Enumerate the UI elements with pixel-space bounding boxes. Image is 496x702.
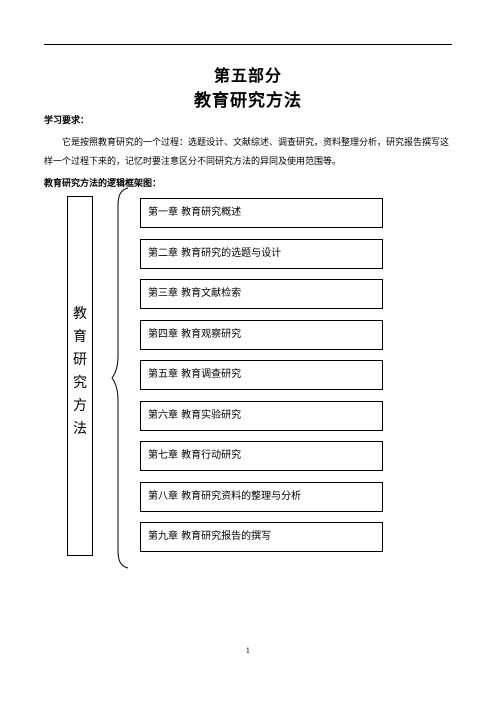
chapter-box-7: 第七章 教育行动研究: [140, 441, 383, 471]
chapter-box-1: 第一章 教育研究概述: [140, 198, 383, 228]
chapter-box-4: 第四章 教育观察研究: [140, 320, 383, 350]
root-char: 育: [73, 329, 87, 345]
framework-brace: [111, 187, 129, 569]
requirements-text: 它是按照教育研究的一个过程：选题设计、文献综述、调查研究，资料整理分析，研究报告…: [44, 138, 450, 167]
requirements-label: 学习要求：: [44, 116, 90, 126]
part-title: 第五部分: [213, 66, 282, 85]
root-char: 究: [73, 375, 87, 391]
header-rule: [44, 44, 452, 45]
page-number: 1: [245, 647, 251, 655]
chapter-box-9: 第九章 教育研究报告的撰写: [140, 522, 383, 552]
chapter-box-6: 第六章 教育实验研究: [140, 401, 383, 431]
chapter-box-2: 第二章 教育研究的选题与设计: [140, 239, 383, 269]
root-char: 方: [73, 398, 87, 414]
section-title: 教育研究方法: [194, 91, 302, 111]
root-char: 教: [73, 306, 87, 322]
chapter-box-8: 第八章 教育研究资料的整理与分析: [140, 482, 383, 512]
brace-path: [111, 187, 129, 569]
framework-label: 教育研究方法的逻辑框架图：: [44, 179, 162, 189]
root-char: 法: [73, 421, 87, 437]
framework-root-text: 教 育 研 究 方 法: [68, 303, 92, 441]
framework-root-box: 教 育 研 究 方 法: [67, 196, 93, 556]
chapter-box-3: 第三章 教育文献检索: [140, 279, 383, 309]
root-char: 研: [73, 352, 87, 368]
chapter-box-5: 第五章 教育调查研究: [140, 360, 383, 390]
